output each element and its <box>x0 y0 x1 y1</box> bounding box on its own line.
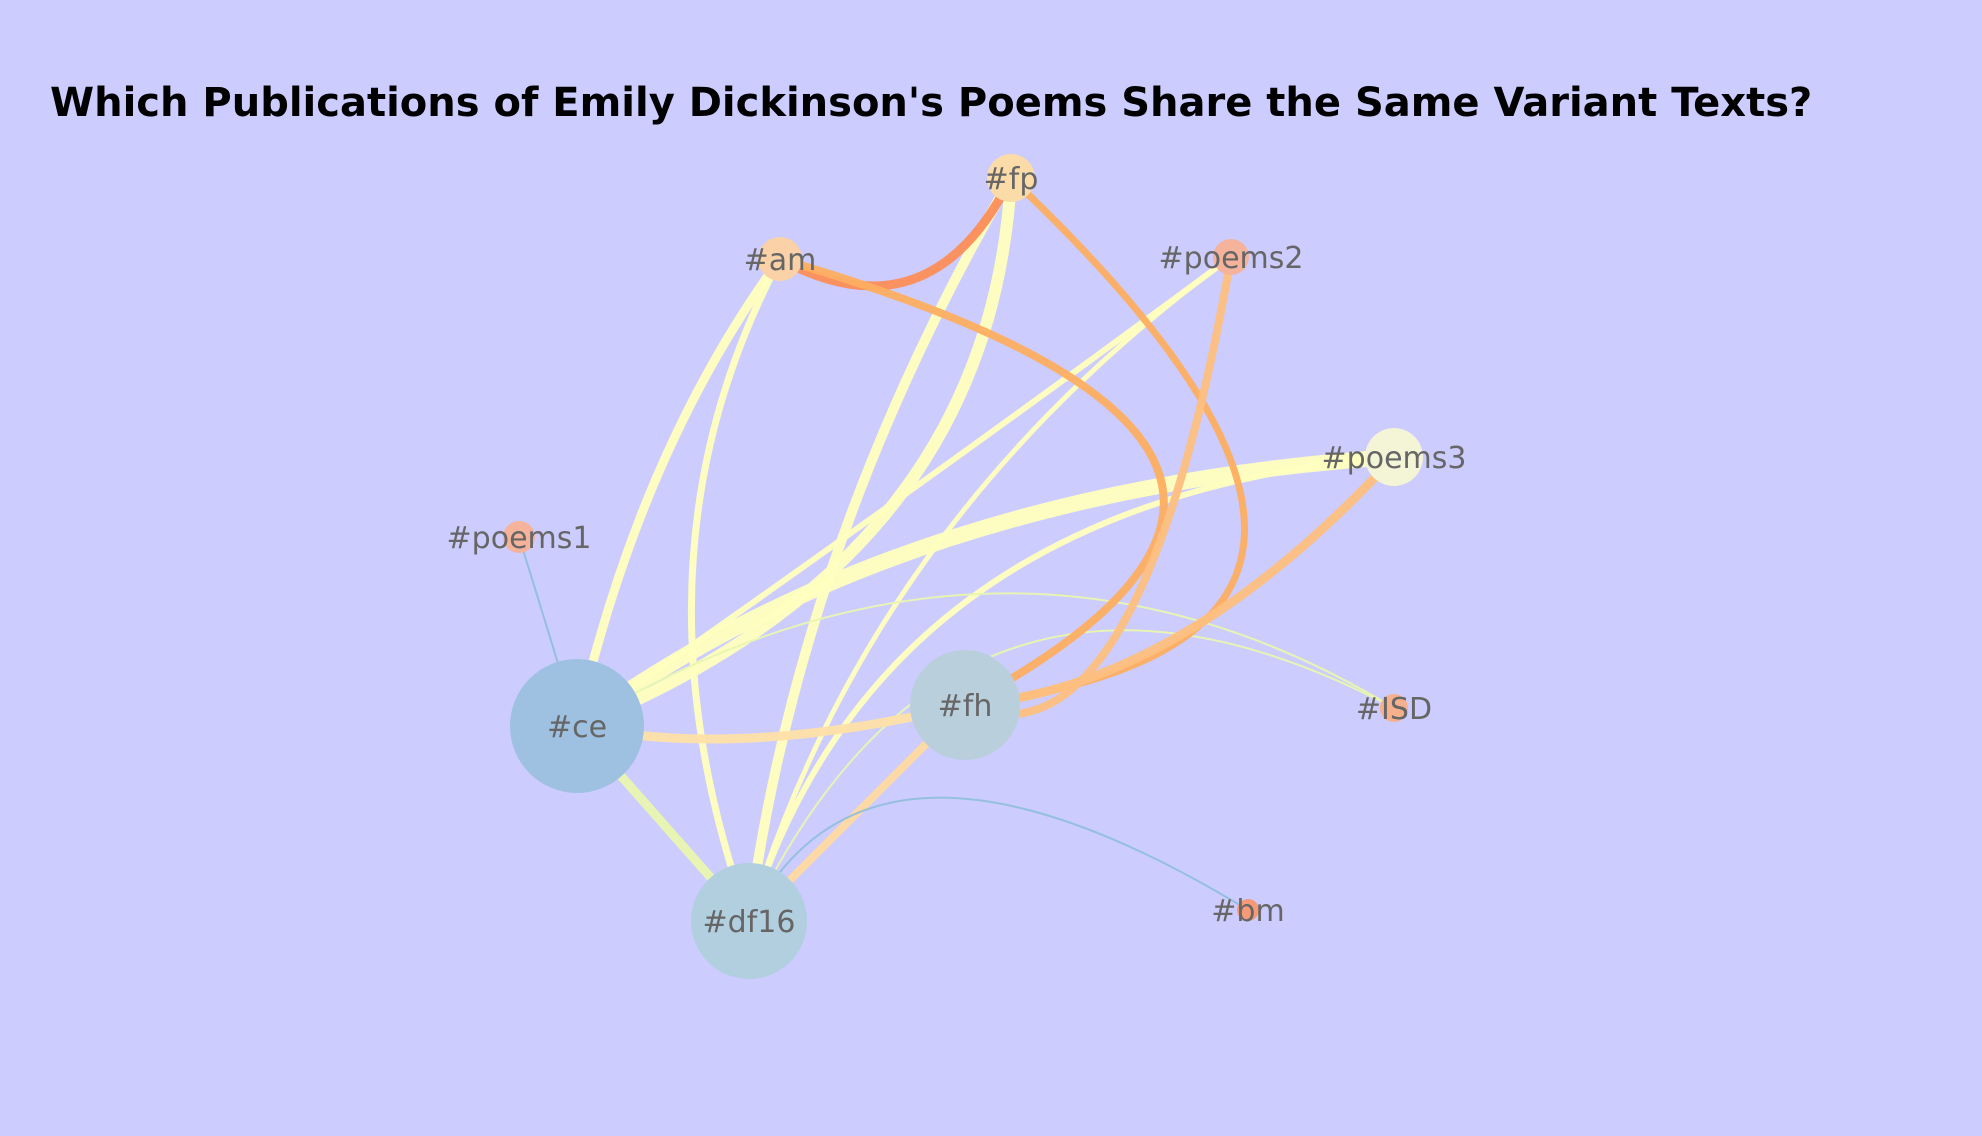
edge-ce-am <box>572 254 785 731</box>
node-poems2[interactable] <box>1213 239 1249 275</box>
node-df16[interactable] <box>691 863 807 979</box>
node-label-bm: #bm <box>1211 894 1284 929</box>
node-label-ISD: #ISD <box>1356 692 1432 727</box>
edge-layer <box>518 172 1402 926</box>
node-label-df16: #df16 <box>703 905 796 940</box>
node-poems1[interactable] <box>503 521 535 553</box>
node-layer <box>503 154 1423 979</box>
node-am[interactable] <box>758 237 802 281</box>
node-ISD[interactable] <box>1380 694 1408 722</box>
node-ce[interactable] <box>510 659 644 793</box>
node-label-poems1: #poems1 <box>447 521 592 556</box>
edge-df16-ISD <box>748 629 1395 922</box>
edge-poems3-fh <box>960 452 1399 710</box>
edge-am-fh <box>776 255 1168 709</box>
node-label-poems2: #poems2 <box>1159 241 1304 276</box>
edge-df16-bm <box>748 796 1249 922</box>
node-fh[interactable] <box>910 650 1020 760</box>
page-title: Which Publications of Emily Dickinson's … <box>50 80 1813 126</box>
node-label-fp: #fp <box>984 162 1039 197</box>
node-bm[interactable] <box>1237 899 1259 921</box>
edge-ce-ISD <box>576 592 1395 727</box>
node-label-poems3: #poems3 <box>1322 441 1467 476</box>
edge-df16-am <box>687 255 784 925</box>
edge-df16-fp <box>744 173 1016 926</box>
node-fp[interactable] <box>987 154 1035 202</box>
edge-df16-poems2 <box>746 254 1234 924</box>
label-layer: #fp #am #poems2 #poems3 #poems1 #ce #fh #ISD #df… <box>447 162 1467 940</box>
node-poems3[interactable] <box>1365 428 1423 486</box>
node-label-fh: #fh <box>938 689 993 724</box>
edge-am-fp <box>775 173 1016 291</box>
node-label-am: #am <box>744 243 817 278</box>
node-label-ce: #ce <box>547 710 607 745</box>
